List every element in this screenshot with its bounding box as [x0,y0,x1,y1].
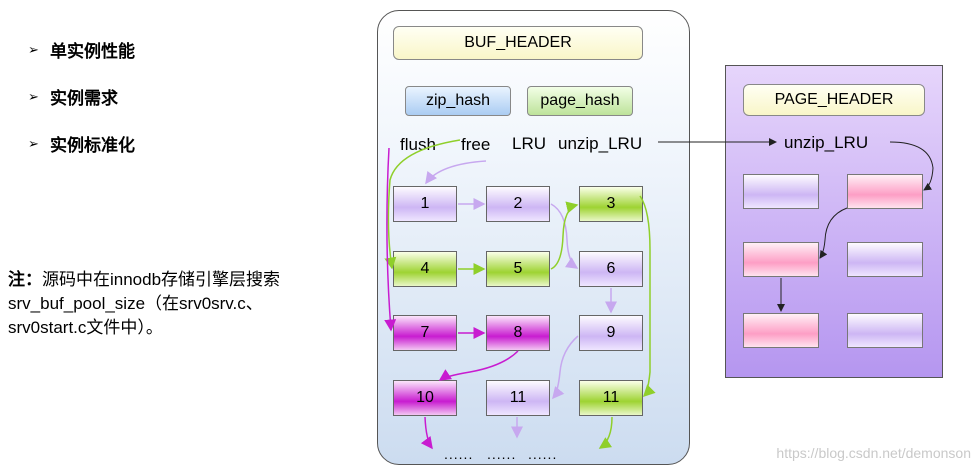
bullet-item: ➢ 实例标准化 [28,120,135,167]
bullet-text: 实例标准化 [50,136,135,155]
page-header: PAGE_HEADER [743,84,925,116]
arrow-bullet-icon: ➢ [28,41,39,57]
page-hash-box: page_hash [527,86,633,116]
note-prefix: 注： [8,270,42,289]
bullet-text: 单实例性能 [50,42,135,61]
ellipsis: ...... [444,446,474,462]
page-block [847,174,923,209]
buffer-block: 2 [486,186,550,222]
buffer-block: 11 [579,380,643,416]
arrow-bullet-icon: ➢ [28,88,39,104]
buffer-block: 3 [579,186,643,222]
bullet-item: ➢ 单实例性能 [28,26,135,73]
bullet-text: 实例需求 [50,89,118,108]
zip-hash-box: zip_hash [405,86,511,116]
free-list-label: free [461,135,491,154]
watermark: https://blog.csdn.net/demonson [776,445,971,461]
bullet-item: ➢ 实例需求 [28,73,135,120]
bullet-list: ➢ 单实例性能 ➢ 实例需求 ➢ 实例标准化 [28,26,135,167]
buffer-block: 5 [486,251,550,287]
buffer-block: 4 [393,251,457,287]
note-line: 源码中在innodb存储引擎层搜索 [42,270,281,289]
lru-list-label: LRU [512,134,547,153]
arrow-bullet-icon: ➢ [28,135,39,151]
flush-list-label: flush [400,135,436,154]
buffer-block: 10 [393,380,457,416]
buf-header: BUF_HEADER [393,26,643,60]
page-block [847,313,923,348]
unzip-lru-list-label: unzip_LRU [558,134,643,153]
ellipsis: ...... [528,446,558,462]
buffer-block: 1 [393,186,457,222]
source-note: 注：源码中在innodb存储引擎层搜索 srv_buf_pool_size（在s… [8,268,280,340]
page-block [743,313,819,348]
note-line: srv_buf_pool_size（在srv0srv.c、 [8,294,263,313]
buffer-block: 9 [579,315,643,351]
page-block [847,242,923,277]
page-unzip-lru-label: unzip_LRU [784,133,869,152]
note-line: srv0start.c文件中）。 [8,318,163,337]
ellipsis: ...... [487,446,517,462]
page-block [743,242,819,277]
buffer-block: 6 [579,251,643,287]
page-block [743,174,819,209]
buffer-block: 8 [486,315,550,351]
buffer-block: 11 [486,380,550,416]
buffer-block: 7 [393,315,457,351]
